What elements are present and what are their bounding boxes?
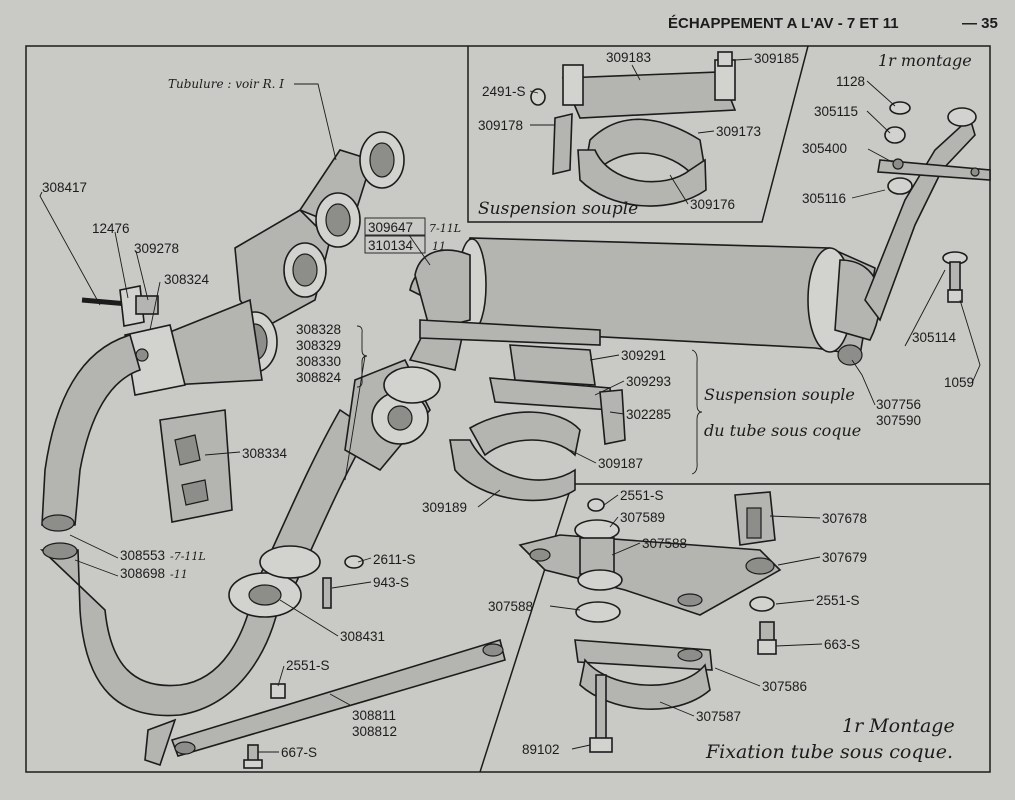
suspension-souple-parts	[530, 51, 737, 207]
label-663s: 663-S	[824, 637, 860, 652]
label-308431: 308431	[340, 629, 385, 644]
label-308334: 308334	[242, 446, 288, 461]
label-307588-b: 307588	[488, 599, 533, 614]
caption-suspension-tube-1: Suspension souple	[704, 385, 855, 404]
label-12476: 12476	[92, 221, 130, 236]
page-title: ÉCHAPPEMENT A L'AV - 7 ET 11	[668, 15, 899, 32]
fixation-parts	[518, 491, 782, 753]
label-302285: 302285	[626, 407, 671, 422]
label-308812: 308812	[352, 724, 397, 739]
label-2611s: 2611-S	[373, 552, 416, 567]
label-309185: 309185	[754, 51, 799, 66]
caption-suspension-tube-2: du tube sous coque	[704, 421, 861, 440]
label-308553: 308553	[120, 548, 165, 563]
caption-premier-montage: 1r montage	[878, 51, 972, 70]
main-frame	[25, 45, 991, 773]
exhaust-manifold	[124, 131, 405, 396]
box-309647	[364, 217, 426, 236]
group-bracket-right	[691, 349, 703, 475]
tube-sous-coque-parts	[449, 344, 626, 502]
label-89102: 89102	[522, 742, 560, 757]
label-305114: 305114	[912, 330, 957, 345]
washers-nuts-top-right	[884, 101, 968, 303]
leader-lines	[39, 58, 981, 753]
label-307586: 307586	[762, 679, 807, 694]
label-308824: 308824	[296, 370, 342, 385]
label-307587: 307587	[696, 709, 741, 724]
label-308328: 308328	[296, 322, 341, 337]
label-308698-note: -11	[170, 568, 188, 581]
label-308329: 308329	[296, 338, 341, 353]
label-308811: 308811	[352, 708, 396, 723]
label-309176: 309176	[690, 197, 735, 212]
label-308553-note: -7-11L	[170, 550, 206, 563]
label-307590: 307590	[876, 413, 921, 428]
stud-bolt	[81, 285, 159, 327]
label-2551s-c: 2551-S	[816, 593, 860, 608]
box-310134	[364, 235, 426, 254]
label-308330: 308330	[296, 354, 341, 369]
label-305116: 305116	[802, 191, 846, 206]
label-1128: 1128	[836, 74, 865, 89]
label-943s: 943-S	[373, 575, 409, 590]
muffler	[414, 237, 881, 366]
label-309173: 309173	[716, 124, 761, 139]
label-2491s: 2491-S	[482, 84, 526, 99]
label-tubulure: Tubulure : voir R. I	[168, 77, 284, 91]
label-310134: 310134	[368, 238, 414, 253]
label-307756: 307756	[876, 397, 921, 412]
label-309647: 309647	[368, 220, 413, 235]
label-2551s-b: 2551-S	[620, 488, 664, 503]
label-309183: 309183	[606, 50, 651, 65]
label-308417: 308417	[42, 180, 87, 195]
label-307588-a: 307588	[642, 536, 687, 551]
label-1059: 1059	[944, 375, 974, 390]
label-308324: 308324	[164, 272, 210, 287]
label-307679: 307679	[822, 550, 867, 565]
flange-gasket	[159, 409, 233, 523]
label-309187: 309187	[598, 456, 643, 471]
suspension-souple-frame	[467, 45, 809, 223]
label-309293: 309293	[626, 374, 671, 389]
page-number: — 35	[962, 15, 998, 32]
label-305115: 305115	[814, 104, 858, 119]
label-307589: 307589	[620, 510, 665, 525]
label-305400: 305400	[802, 141, 847, 156]
label-307678: 307678	[822, 511, 867, 526]
label-309291: 309291	[621, 348, 666, 363]
caption-fixation-2: Fixation tube sous coque.	[705, 741, 953, 763]
label-309189: 309189	[422, 500, 467, 515]
caption-suspension-souple: Suspension souple	[478, 199, 638, 219]
label-667s: 667-S	[281, 745, 317, 760]
label-309178: 309178	[478, 118, 523, 133]
label-309647-note: 7-11L	[429, 222, 461, 235]
caption-fixation-1: 1r Montage	[842, 715, 955, 737]
tail-pipe	[864, 107, 991, 322]
group-bracket-left	[356, 325, 368, 388]
tie-rod	[170, 555, 506, 769]
label-309278: 309278	[134, 241, 179, 256]
label-308698: 308698	[120, 566, 165, 581]
label-310134-note: 11	[432, 240, 446, 253]
label-2551s-a: 2551-S	[286, 658, 330, 673]
